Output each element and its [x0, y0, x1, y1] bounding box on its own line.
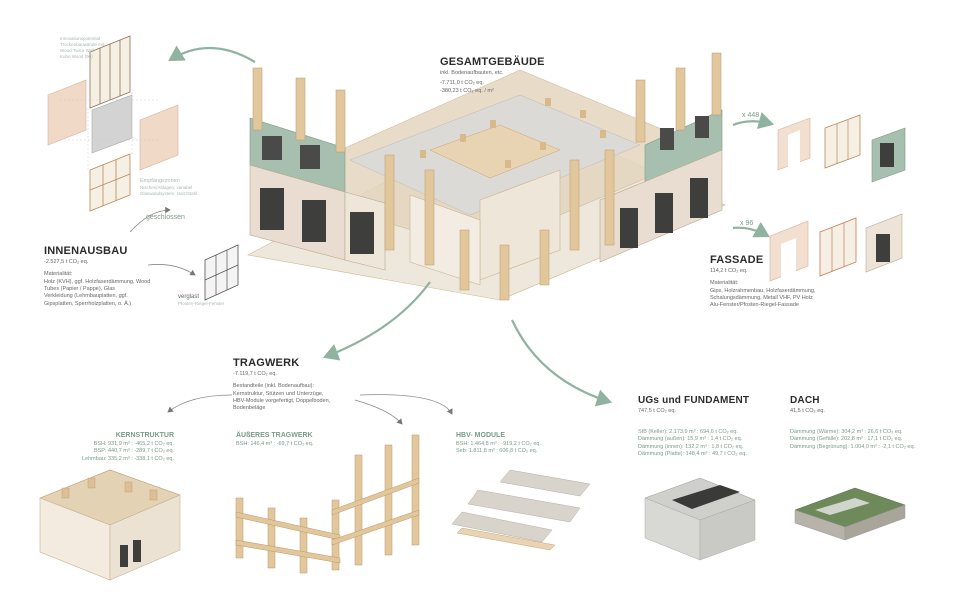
- fassade-value: 114,2 t CO₂ eq.: [710, 267, 748, 274]
- ugs-block: UGs und FUNDAMENT 747,5 t CO₂ eq. StB (K…: [638, 395, 750, 458]
- flow-arrows: [168, 45, 775, 407]
- verglast-block: verglast Pfosten-Riegel-Fenster: [178, 294, 225, 307]
- aeusseres-block: ÄUßERES TRAGWERK BSH: 146,4 m³ : -69,7 t…: [236, 432, 314, 447]
- gesamt-value-2: -380,23 t CO₂ eq. / m²: [440, 87, 494, 94]
- ugs-title: UGs und FUNDAMENT: [638, 395, 750, 406]
- ugs-value: 747,5 t CO₂ eq.: [638, 407, 676, 414]
- hbv-module-illustration: [451, 469, 591, 551]
- multiplier-448: x 448: [742, 112, 760, 119]
- tragwerk-title: TRAGWERK: [233, 357, 300, 369]
- gesamt-subtitle: inkl. Bodenaufbauten, etc.: [440, 69, 504, 76]
- aeusseres-tragwerk-illustration: [235, 434, 420, 574]
- hbv-title: HBV- MODULE: [456, 432, 505, 439]
- multiplier-96: x 96: [740, 220, 754, 227]
- main-building-illustration: [247, 52, 726, 301]
- innenausbau-exploded-walls: [47, 35, 239, 301]
- fundament-illustration: [644, 477, 756, 561]
- kern-title: KERNSTRUKTUR: [115, 432, 175, 439]
- fassade-block: FASSADE 114,2 t CO₂ eq. Materialität: Gi…: [710, 254, 816, 309]
- innenausbau-title: INNENAUSBAU: [44, 245, 128, 257]
- fassade-title: FASSADE: [710, 254, 764, 266]
- dach-title: DACH: [790, 395, 820, 406]
- geschlossen-label: geschlossen: [146, 214, 185, 221]
- aeusseres-title: ÄUßERES TRAGWERK: [236, 432, 313, 439]
- hbv-block: HBV- MODULE BSH: 1.464,8 m³ : -919,2 t C…: [456, 432, 541, 455]
- empfangs-note: Empfangszonen Nischen/Ablagen, variabel …: [140, 178, 198, 197]
- gesamt-block: GESAMTGEBÄUDE inkl. Bodenaufbauten, etc.…: [440, 56, 545, 95]
- gesamt-title: GESAMTGEBÄUDE: [440, 56, 545, 68]
- thin-arrows: [129, 206, 453, 425]
- tragwerk-value: -7.119,7 t CO₂ eq.: [233, 370, 277, 377]
- tragwerk-block: TRAGWERK -7.119,7 t CO₂ eq. Bestandteile…: [233, 357, 331, 412]
- kern-block: KERNSTRUKTUR BSH: 931,9 m³ : -465,2 t CO…: [82, 432, 175, 462]
- fassade-panels: [769, 114, 906, 282]
- dach-illustration: [794, 487, 906, 541]
- innenausbau-value: -2.527,5 t CO₂ eq.: [44, 258, 89, 265]
- innenausbau-block: INNENAUSBAU -2.527,5 t CO₂ eq. Materiali…: [44, 245, 151, 307]
- dach-value: 41,5 t CO₂ eq.: [790, 407, 825, 414]
- innovation-note: Innovationspotential Trockenbauwände mit…: [60, 36, 105, 60]
- kernstruktur-illustration: [39, 469, 181, 581]
- gesamt-value-1: -7.711,0 t CO₂ eq.: [440, 80, 484, 87]
- dach-block: DACH 41,5 t CO₂ eq. Dämmung (Wärme): 304…: [790, 395, 916, 450]
